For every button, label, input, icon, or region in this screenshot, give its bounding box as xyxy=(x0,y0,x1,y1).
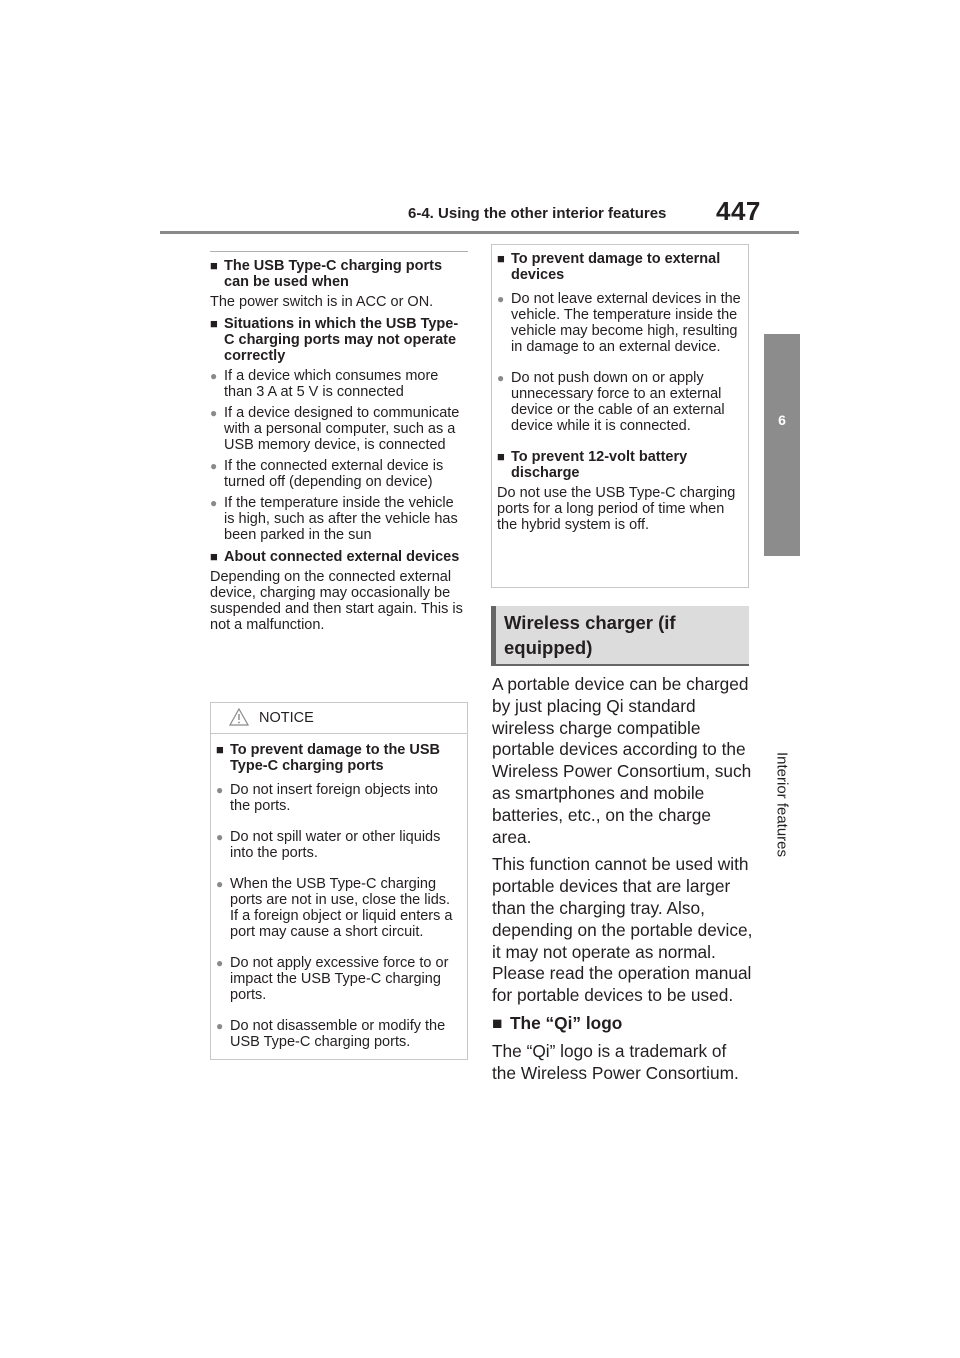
subheading: ■ The “Qi” logo xyxy=(492,1013,754,1035)
subheading-text: To prevent 12-volt battery discharge xyxy=(511,449,688,481)
section-title: 6-4. Using the other interior features xyxy=(408,205,667,222)
circle-bullet-icon: ● xyxy=(216,1019,224,1033)
notice-box: NOTICE ■ To prevent damage to the USB Ty… xyxy=(210,702,468,1060)
list-item: ● Do not spill water or other liquids in… xyxy=(216,829,461,861)
list-item: ● Do not insert foreign objects into the… xyxy=(216,782,461,814)
list-item-text: Do not spill water or other liquids into… xyxy=(230,829,441,861)
subheading-text: The USB Type-C charging ports can be use… xyxy=(224,258,443,290)
list-item-text: Do not disassemble or modify the USB Typ… xyxy=(230,1018,446,1050)
subheading-text: To prevent damage to the USB Type-C char… xyxy=(230,742,441,774)
circle-bullet-icon: ● xyxy=(497,371,505,385)
list-item: ● When the USB Type-C charging ports are… xyxy=(216,876,461,940)
list-item-text: If a device designed to communicate with… xyxy=(224,405,460,453)
list-item: ● If the connected external device is tu… xyxy=(210,458,468,490)
subheading: ■ To prevent damage to the USB Type-C ch… xyxy=(216,742,461,774)
paragraph: A portable device can be charged by just… xyxy=(492,674,752,847)
circle-bullet-icon: ● xyxy=(216,783,224,797)
list-item: ● Do not leave external devices in the v… xyxy=(497,291,742,355)
warning-icon xyxy=(228,707,250,731)
list-item-text: If the temperature inside the vehicle is… xyxy=(224,495,458,543)
square-bullet-icon: ■ xyxy=(210,258,218,273)
square-bullet-icon: ■ xyxy=(497,449,505,464)
list-item: ● Do not apply excessive force to or imp… xyxy=(216,955,461,1003)
circle-bullet-icon: ● xyxy=(210,406,218,420)
section-heading: Wireless charger (if equipped) xyxy=(491,606,749,666)
section-heading-text: Wireless charger (if equipped) xyxy=(504,612,676,658)
paragraph: Depending on the connected external devi… xyxy=(210,569,463,633)
list-item-text: If a device which consumes more than 3 A… xyxy=(224,368,439,400)
list-item-text: When the USB Type-C charging ports are n… xyxy=(230,876,453,940)
circle-bullet-icon: ● xyxy=(210,459,218,473)
circle-bullet-icon: ● xyxy=(216,956,224,970)
chapter-label: Interior features xyxy=(773,751,791,858)
circle-bullet-icon: ● xyxy=(216,830,224,844)
paragraph: Do not use the USB Type-C charging ports… xyxy=(497,485,736,533)
list-item: ● If the temperature inside the vehicle … xyxy=(210,495,468,543)
paragraph: This function cannot be used with portab… xyxy=(492,854,753,1006)
circle-bullet-icon: ● xyxy=(210,369,218,383)
subheading: ■ To prevent 12-volt battery discharge xyxy=(497,449,742,481)
list-item-text: Do not insert foreign objects into the p… xyxy=(230,782,438,814)
left-column: ■ The USB Type-C charging ports can be u… xyxy=(210,252,468,639)
circle-bullet-icon: ● xyxy=(210,496,218,510)
paragraph: The power switch is in ACC or ON. xyxy=(210,294,434,310)
subheading-text: Situations in which the USB Type-C charg… xyxy=(224,316,459,364)
square-bullet-icon: ■ xyxy=(216,742,224,757)
column-top-rule xyxy=(210,251,468,252)
square-bullet-icon: ■ xyxy=(210,549,218,564)
subheading-text: The “Qi” logo xyxy=(510,1012,623,1033)
subheading-text: About connected external devices xyxy=(224,549,460,565)
subheading: ■ The USB Type-C charging ports can be u… xyxy=(210,258,468,290)
notice-continuation-box: ■ To prevent damage to external devices … xyxy=(491,244,749,588)
subheading: ■ To prevent damage to external devices xyxy=(497,251,742,283)
square-bullet-icon: ■ xyxy=(210,316,218,331)
list-item: ● Do not disassemble or modify the USB T… xyxy=(216,1018,461,1050)
list-item-text: Do not apply excessive force to or impac… xyxy=(230,955,449,1003)
wireless-body: A portable device can be charged by just… xyxy=(492,674,754,1090)
list-item: ● If a device designed to communicate wi… xyxy=(210,405,468,453)
subheading: ■ Situations in which the USB Type-C cha… xyxy=(210,316,468,364)
subheading: ■ About connected external devices xyxy=(210,549,468,565)
notice-body: ■ To prevent damage to the USB Type-C ch… xyxy=(211,734,467,1050)
list-item: ● Do not push down on or apply unnecessa… xyxy=(497,370,742,434)
paragraph: The “Qi” logo is a trademark of the Wire… xyxy=(492,1040,739,1083)
chapter-tab: 6 xyxy=(764,334,800,556)
square-bullet-icon: ■ xyxy=(492,1012,503,1033)
list-item-text: If the connected external device is turn… xyxy=(224,458,444,490)
circle-bullet-icon: ● xyxy=(497,292,505,306)
list-item-text: Do not push down on or apply unnecessary… xyxy=(511,370,725,434)
notice-header: NOTICE xyxy=(211,703,467,734)
page-number: 447 xyxy=(716,196,761,226)
subheading-text: To prevent damage to external devices xyxy=(511,251,721,283)
list-item: ● If a device which consumes more than 3… xyxy=(210,368,468,400)
chapter-number: 6 xyxy=(778,412,786,428)
section-heading-underline xyxy=(491,664,749,666)
circle-bullet-icon: ● xyxy=(216,877,224,891)
chapter-label-container: Interior features xyxy=(773,742,791,866)
list-item-text: Do not leave external devices in the veh… xyxy=(511,291,741,355)
header-rule xyxy=(160,231,799,234)
square-bullet-icon: ■ xyxy=(497,251,505,266)
notice-label: NOTICE xyxy=(259,710,314,726)
